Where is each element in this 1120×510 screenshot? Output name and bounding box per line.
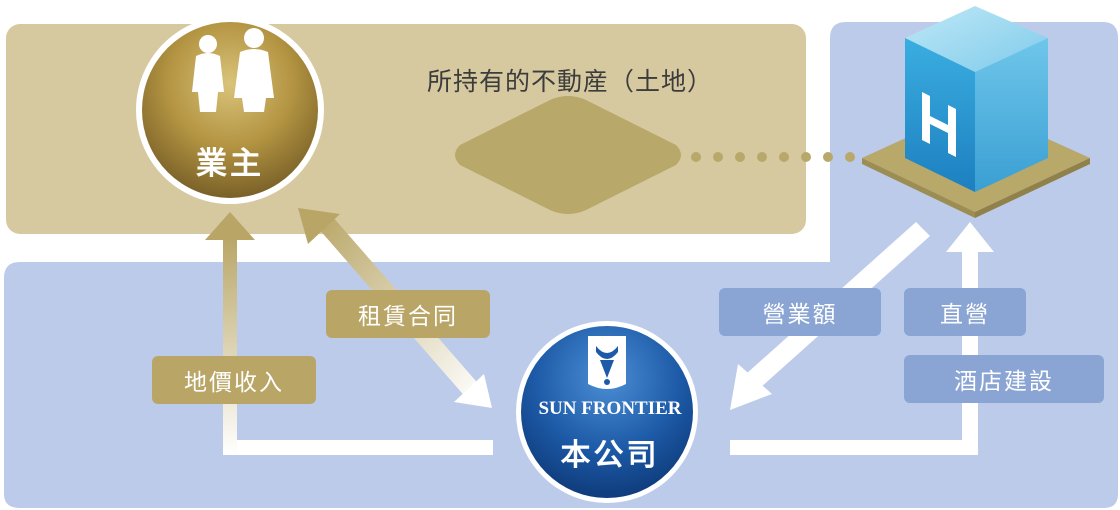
revenue-badge: 營業額 [719, 288, 881, 336]
people-icon [192, 28, 274, 112]
hotel-construction-badge: 酒店建設 [904, 355, 1104, 403]
land-income-badge: 地價收入 [152, 356, 316, 404]
land-diamond [455, 96, 681, 214]
sun-frontier-logo-icon [588, 336, 626, 389]
owner-node [136, 16, 324, 204]
direct-operation-badge: 直營 [904, 288, 1026, 336]
company-node [516, 321, 698, 503]
land-label: 所持有的不動産（土地） [426, 67, 713, 96]
company-brand: SUN FRONTIER [538, 398, 682, 419]
land-hotel-connector [691, 152, 855, 162]
owner-zone [6, 24, 806, 234]
hotel-building-icon [905, 6, 1048, 192]
owner-label: 業主 [196, 146, 264, 182]
direct-operation-arrow [730, 440, 978, 455]
land-income-arrow [223, 440, 493, 455]
company-label: 本公司 [560, 438, 660, 473]
lease-contract-badge: 租賃合同 [326, 290, 490, 338]
